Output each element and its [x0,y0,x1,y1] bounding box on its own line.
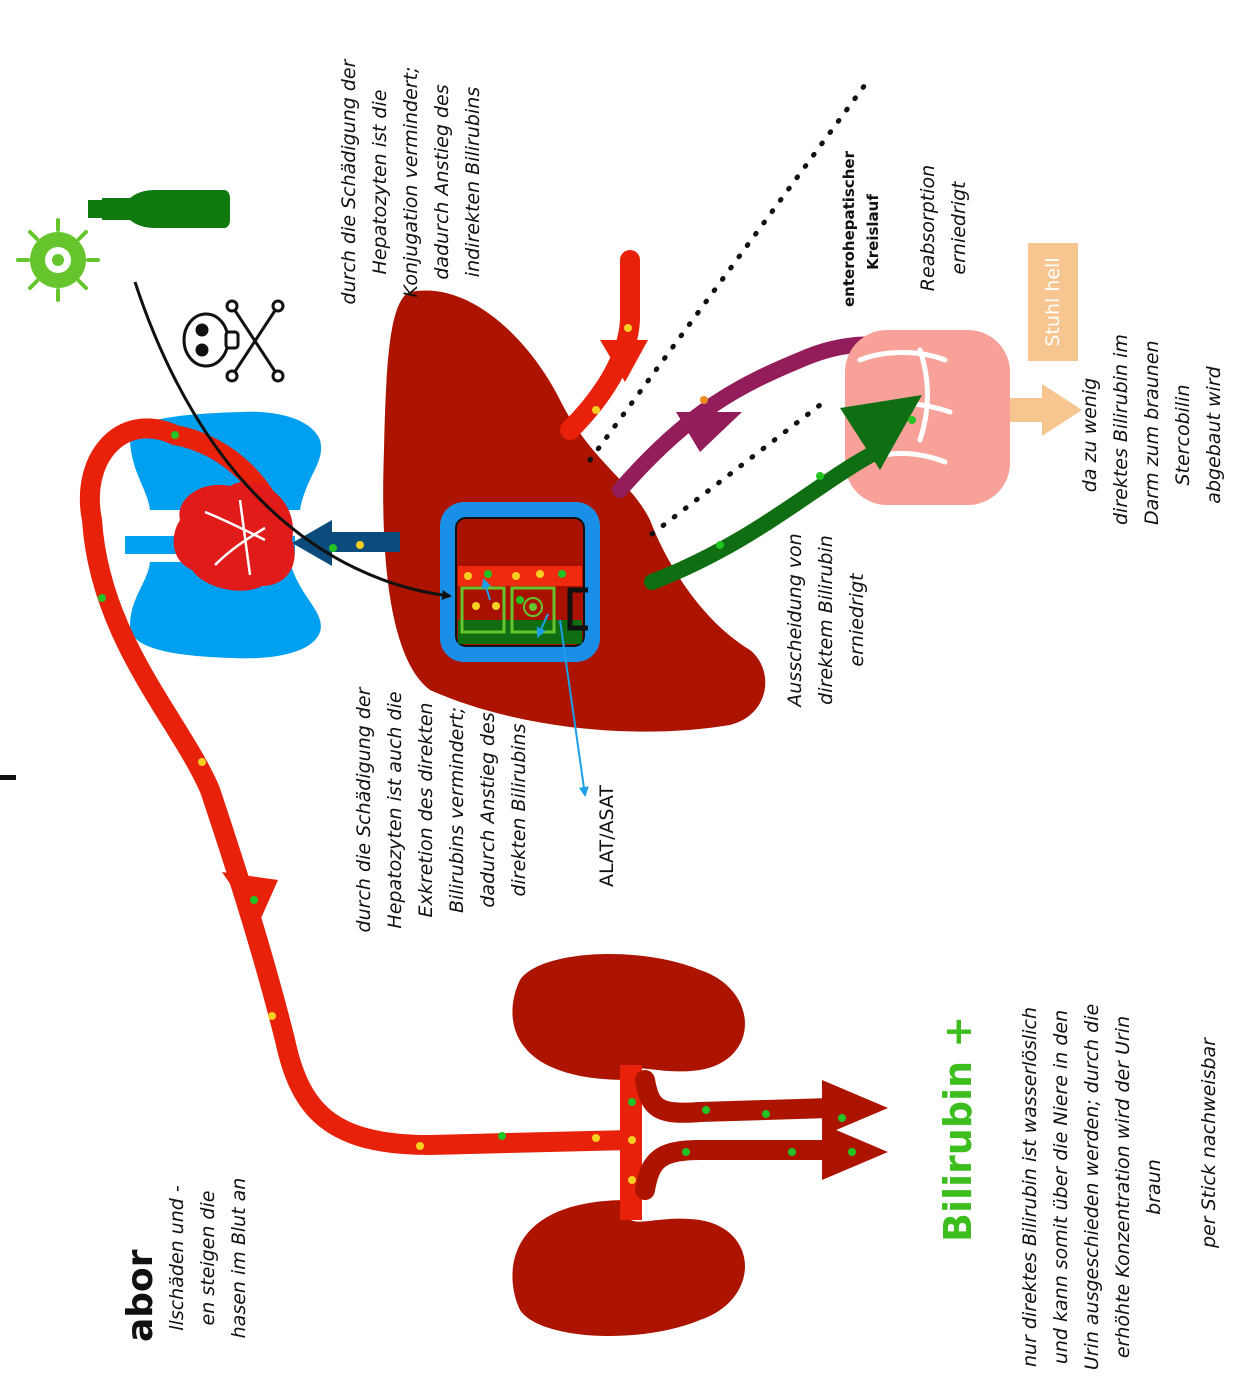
stool-badge: Stuhl hell [1028,243,1078,361]
alat-asat-label: ALAT/ASAT [592,781,624,891]
stick-note: per Stick nachweisbar [1194,1028,1226,1258]
bilirubin-note: nur direktes Bilirubin ist wasserlöslich… [1015,987,1175,1387]
stool-reason: da zu wenig direktes Bilirubin im Darm z… [1075,345,1235,525]
bilirubin-heading: Bilirubin + [938,1032,982,1242]
reabsorption-note: Reabsorption erniedrigt [913,148,977,308]
exkretion-note: durch die Schädigung der Hepatozyten ist… [349,635,539,985]
diagram-canvas: durch die Schädigung der Hepatozyten ist… [0,0,1246,1347]
virus-icon [18,220,98,300]
skull-icon [184,301,283,381]
excretion-note: Ausscheidung von direktem Bilirubin erni… [780,515,880,725]
conjugation-note: durch die Schädigung der Hepatozyten ist… [334,17,494,347]
bottle-icon [88,190,230,228]
left-edge-mark [0,775,16,780]
labor-note: llschäden und - en steigen die hasen im … [162,1163,258,1353]
labor-heading: abor [121,1252,165,1342]
enterohepatic-title: enterohepatischer Kreislauf [837,157,887,307]
